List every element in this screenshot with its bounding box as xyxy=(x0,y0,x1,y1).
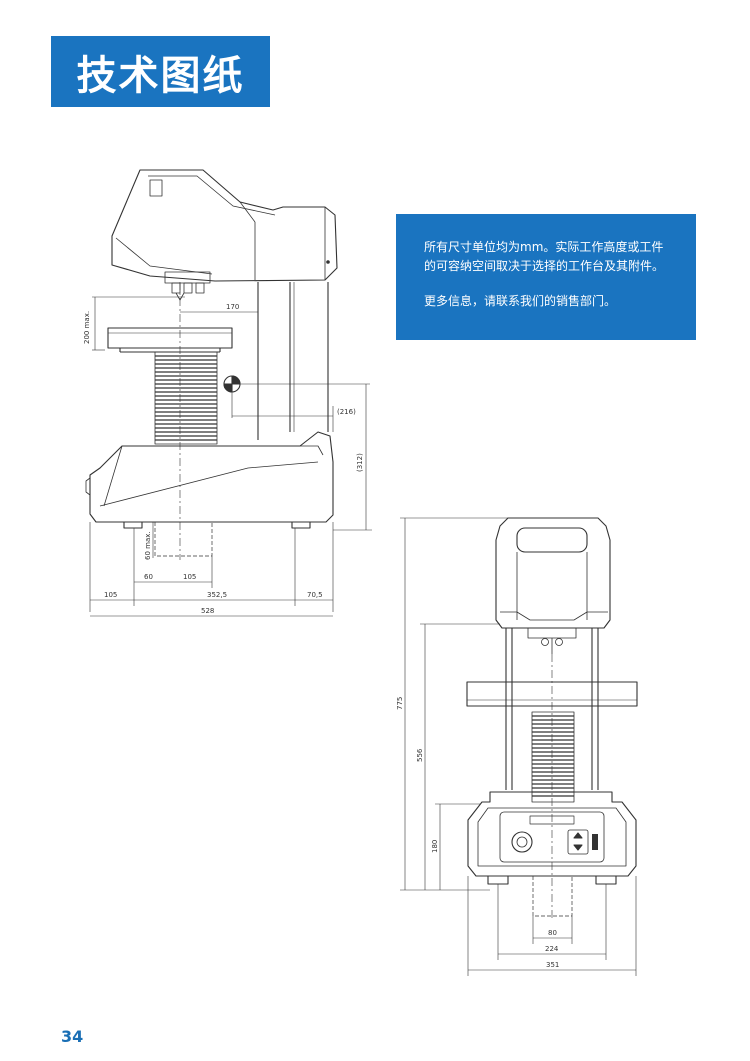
dim-216: (216) xyxy=(337,408,356,416)
front-spindle-bellows xyxy=(532,715,574,797)
dim-70-5: 70,5 xyxy=(307,591,323,599)
side-head-screw xyxy=(326,260,330,264)
front-indenter xyxy=(527,627,577,639)
front-foot-right xyxy=(595,875,617,885)
info-paragraph-1: 所有尺寸单位均为mm。实际工作高度或工件 的可容纳空间取决于选择的工作台及其附件… xyxy=(424,238,676,276)
front-control-dial xyxy=(511,831,533,853)
front-updown-switch xyxy=(567,829,589,855)
front-foot-left xyxy=(487,875,509,885)
dim-556: 556 xyxy=(416,748,424,762)
side-base-knob xyxy=(85,477,91,496)
dim-60-max: 60 max. xyxy=(144,531,152,560)
side-foot-right xyxy=(291,521,311,529)
side-anvil-table xyxy=(107,327,233,349)
front-view-dimension-labels: 775 556 180 80 224 351 xyxy=(396,697,559,969)
dim-775: 775 xyxy=(396,697,404,710)
side-head xyxy=(111,169,338,282)
front-lift-spindle xyxy=(531,711,575,803)
dim-528: 528 xyxy=(201,607,214,615)
dim-105-inner: 105 xyxy=(183,573,196,581)
info-box: 所有尺寸单位均为mm。实际工作高度或工件 的可容纳空间取决于选择的工作台及其附件… xyxy=(396,214,696,340)
dim-105: 105 xyxy=(104,591,117,599)
info-line-1: 所有尺寸单位均为mm。实际工作高度或工件 xyxy=(424,240,664,254)
title-banner: 技术图纸 xyxy=(51,36,270,107)
front-head-window xyxy=(516,527,588,553)
front-head xyxy=(495,517,611,629)
dim-224: 224 xyxy=(545,945,559,953)
side-indenter xyxy=(164,271,211,284)
side-base xyxy=(89,431,334,523)
side-spindle-bellows xyxy=(155,355,217,441)
page-number: 34 xyxy=(61,1027,84,1046)
dim-170: 170 xyxy=(226,303,239,311)
dim-351: 351 xyxy=(546,961,559,969)
side-view-dimensions xyxy=(89,282,372,617)
front-view-dimensions xyxy=(400,517,637,976)
page-title: 技术图纸 xyxy=(76,52,245,99)
dim-60: 60 xyxy=(144,573,153,581)
side-lift-spindle xyxy=(154,351,218,445)
front-view-machine xyxy=(466,517,638,917)
side-view-machine xyxy=(85,169,338,557)
side-view-dimension-labels: 170 200 max. (216) (312) 60 max. 60 105 … xyxy=(83,303,364,615)
center-of-gravity-symbol xyxy=(223,375,241,393)
dim-180: 180 xyxy=(431,840,439,853)
side-head-label-block xyxy=(149,179,163,197)
dim-200-max: 200 max. xyxy=(83,311,91,344)
dim-352-5: 352,5 xyxy=(207,591,227,599)
side-foot-left xyxy=(123,521,143,529)
dim-80: 80 xyxy=(548,929,557,937)
front-base xyxy=(467,791,637,877)
dim-312: (312) xyxy=(356,453,364,472)
info-paragraph-2: 更多信息，请联系我们的销售部门。 xyxy=(424,294,617,308)
info-line-2: 的可容纳空间取决于选择的工作台及其附件。 xyxy=(424,259,665,273)
